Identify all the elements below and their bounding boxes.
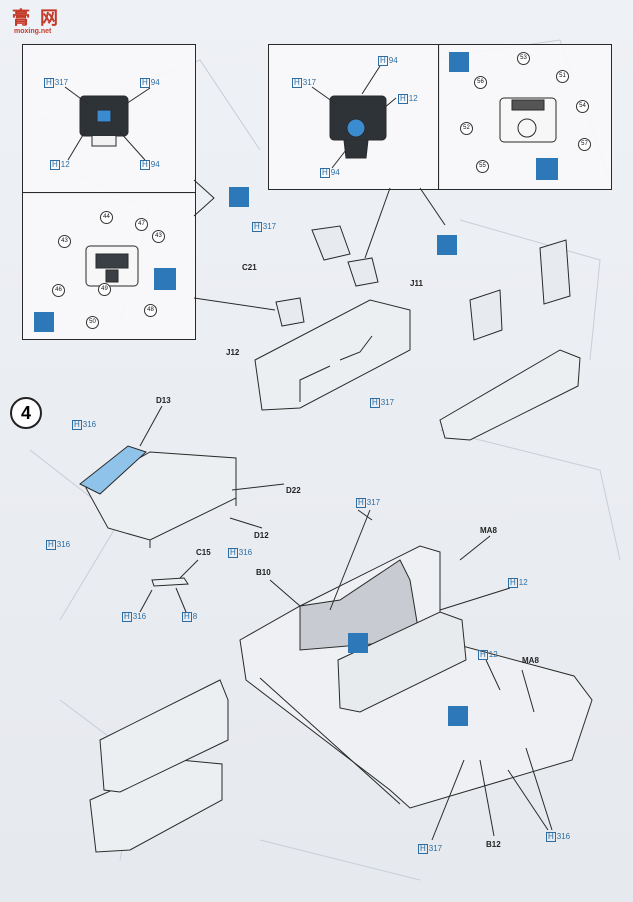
part-label-ma8: MA8 [522,656,539,665]
step-number: 4 [10,397,42,429]
diamond-arrow-icon [437,235,457,255]
star-icon [34,312,54,332]
part-label-d22: D22 [286,486,301,495]
decal-number: 57 [578,138,591,151]
decal-number: 55 [476,160,489,173]
part-label-b12: B12 [486,840,501,849]
part-label-j11: J11 [410,279,423,288]
decal-number: 49 [98,283,111,296]
decal-number: 44 [100,211,113,224]
decal-number: 46 [52,284,65,297]
part-label-d12: D12 [254,531,269,540]
decal-number: 43 [152,230,165,243]
diamond-arrow-icon [229,187,249,207]
part-label-c15: C15 [196,548,211,557]
decal-number: 48 [144,304,157,317]
logo-mark: 膏 [12,8,30,28]
part-label-c21: C21 [242,263,257,272]
decal-number: 51 [556,70,569,83]
part-label-ma8: MA8 [480,526,497,535]
part-label-b10: B10 [256,568,271,577]
decal-number: 54 [576,100,589,113]
logo-brand: 网 [40,8,58,28]
star-icon [449,52,469,72]
decal-number: 43 [58,235,71,248]
paint-prefix: H [44,78,54,88]
part-label-d13: D13 [156,396,171,405]
decal-number: 47 [135,218,148,231]
decal-number: 52 [460,122,473,135]
decal-sheet-icon [536,158,558,180]
decal-sheet-icon [154,268,176,290]
logo-subtitle: moxing.net [14,28,52,35]
diamond-icon [448,706,468,726]
part-label-j12: J12 [226,348,240,357]
site-logo: 膏 网 moxing.net [8,4,78,38]
decal-number: 56 [474,76,487,89]
diamond-icon [348,633,368,653]
decal-number: 53 [517,52,530,65]
decal-number: 50 [86,316,99,329]
